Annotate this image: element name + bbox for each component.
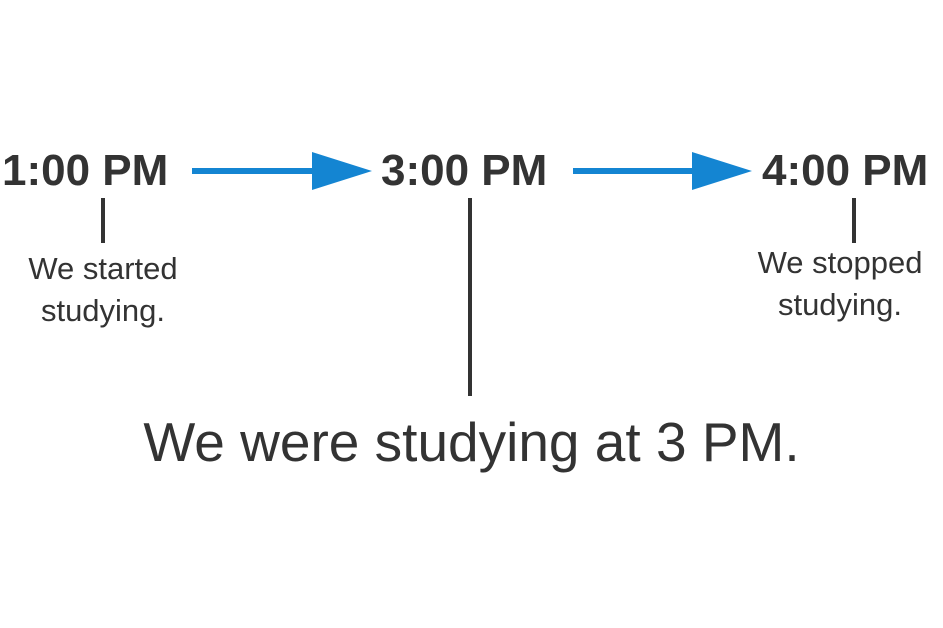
stop-note: We stopped studying. [740, 242, 940, 326]
stop-note-line-2: studying. [777, 287, 903, 322]
start-note-line-1: We started [28, 251, 178, 286]
start-note-line-2: studying. [40, 293, 166, 328]
stop-note-line-1: We stopped [757, 245, 923, 280]
arrow-2-head [692, 152, 752, 190]
arrow-1-head [312, 152, 372, 190]
start-note: We started studying. [12, 248, 194, 332]
time-label-end: 4:00 PM [762, 146, 929, 195]
arrow-2 [573, 152, 752, 190]
arrow-1 [192, 152, 372, 190]
time-label-start: 1:00 PM [2, 146, 169, 195]
time-label-middle: 3:00 PM [381, 146, 548, 195]
caption: We were studying at 3 PM. [143, 411, 800, 473]
